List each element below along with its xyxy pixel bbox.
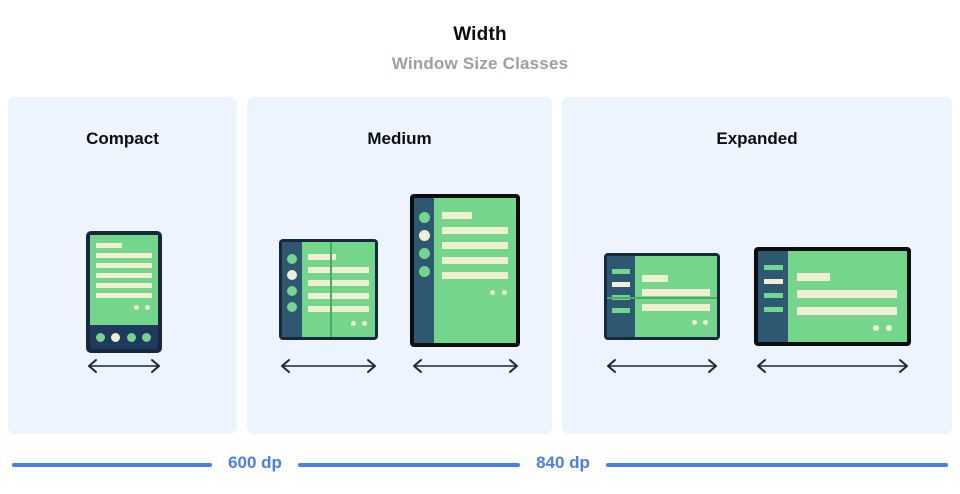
content-bar bbox=[96, 293, 152, 298]
nav-dot[interactable] bbox=[419, 212, 430, 223]
foldable-screen bbox=[302, 242, 375, 337]
content-bar bbox=[96, 243, 122, 248]
panel-title-expanded: Expanded bbox=[716, 129, 798, 148]
foldable-landscape-screen bbox=[635, 256, 717, 337]
measure-line-segment-middle bbox=[298, 463, 520, 467]
content-bar bbox=[96, 273, 152, 278]
width-arrow-expanded-foldable bbox=[603, 357, 721, 375]
trailing-dot bbox=[490, 290, 495, 295]
device-phone-compact bbox=[86, 231, 162, 353]
content-bar bbox=[308, 254, 336, 260]
trailing-dot bbox=[351, 321, 356, 326]
nav-dot-active[interactable] bbox=[419, 230, 430, 241]
nav-dot[interactable] bbox=[419, 248, 430, 259]
trailing-dot bbox=[886, 325, 892, 331]
nav-dot-active[interactable] bbox=[287, 270, 297, 280]
device-foldable-portrait-medium bbox=[279, 239, 378, 340]
nav-bar-item-active[interactable] bbox=[764, 279, 783, 284]
nav-bar-item[interactable] bbox=[764, 265, 783, 270]
nav-rail bbox=[414, 198, 434, 343]
device-tablet-landscape-expanded bbox=[754, 247, 911, 346]
breakpoint-label-600dp: 600 dp bbox=[228, 453, 282, 472]
fold-seam-icon bbox=[607, 297, 717, 299]
width-arrow-medium-foldable bbox=[277, 357, 380, 375]
trailing-dot bbox=[362, 321, 367, 326]
breakpoint-label-840dp: 840 dp bbox=[536, 453, 590, 472]
content-bar bbox=[797, 290, 897, 298]
content-bar bbox=[442, 272, 508, 279]
tablet-landscape-screen bbox=[788, 251, 907, 342]
measure-line-segment-right bbox=[606, 463, 948, 467]
content-bar bbox=[442, 212, 472, 219]
panel-title-medium: Medium bbox=[367, 129, 432, 148]
nav-rail bbox=[758, 251, 788, 342]
nav-bar-item[interactable] bbox=[764, 307, 783, 312]
trailing-dot bbox=[502, 290, 507, 295]
content-bar bbox=[96, 253, 152, 258]
trailing-dot bbox=[873, 325, 879, 331]
content-bar bbox=[797, 273, 830, 281]
content-bar bbox=[642, 289, 710, 296]
nav-dot[interactable] bbox=[419, 266, 430, 277]
page-subtitle: Window Size Classes bbox=[391, 54, 569, 73]
content-bar bbox=[308, 280, 369, 286]
content-bar bbox=[308, 306, 369, 312]
nav-bar-item-active[interactable] bbox=[612, 282, 630, 287]
phone-screen bbox=[90, 235, 158, 325]
panel-title-compact: Compact bbox=[86, 129, 159, 148]
content-bar bbox=[96, 283, 152, 288]
width-arrow-medium-tablet bbox=[409, 357, 522, 375]
trailing-dot bbox=[692, 320, 697, 325]
nav-dot[interactable] bbox=[287, 302, 297, 312]
page-title: Width bbox=[453, 24, 507, 45]
content-bar bbox=[96, 263, 152, 268]
content-bar bbox=[797, 307, 897, 315]
nav-dot-active[interactable] bbox=[111, 333, 120, 342]
trailing-dot bbox=[134, 305, 139, 310]
content-bar bbox=[442, 242, 508, 249]
nav-dot[interactable] bbox=[96, 333, 105, 342]
nav-rail bbox=[607, 256, 635, 337]
device-tablet-portrait-medium bbox=[410, 194, 520, 347]
nav-dot[interactable] bbox=[127, 333, 136, 342]
width-arrow-compact bbox=[84, 357, 164, 375]
trailing-dot bbox=[703, 320, 708, 325]
nav-bar-item[interactable] bbox=[764, 293, 783, 298]
measure-line-segment-left bbox=[12, 463, 212, 467]
nav-dot[interactable] bbox=[142, 333, 151, 342]
fold-seam-icon bbox=[330, 242, 332, 337]
tablet-screen bbox=[434, 198, 516, 343]
nav-dot[interactable] bbox=[287, 254, 297, 264]
content-bar bbox=[308, 267, 369, 273]
content-bar bbox=[442, 257, 508, 264]
nav-bar-item[interactable] bbox=[612, 269, 630, 274]
nav-rail bbox=[282, 242, 302, 337]
phone-nav-bar bbox=[90, 325, 158, 349]
width-arrow-expanded-tablet bbox=[753, 357, 912, 375]
device-foldable-landscape-expanded bbox=[604, 253, 720, 340]
content-bar bbox=[442, 227, 508, 234]
content-bar bbox=[308, 293, 369, 299]
nav-dot[interactable] bbox=[287, 286, 297, 296]
content-bar bbox=[642, 304, 710, 311]
trailing-dot bbox=[145, 305, 150, 310]
nav-bar-item[interactable] bbox=[612, 308, 630, 313]
content-bar bbox=[642, 275, 668, 282]
